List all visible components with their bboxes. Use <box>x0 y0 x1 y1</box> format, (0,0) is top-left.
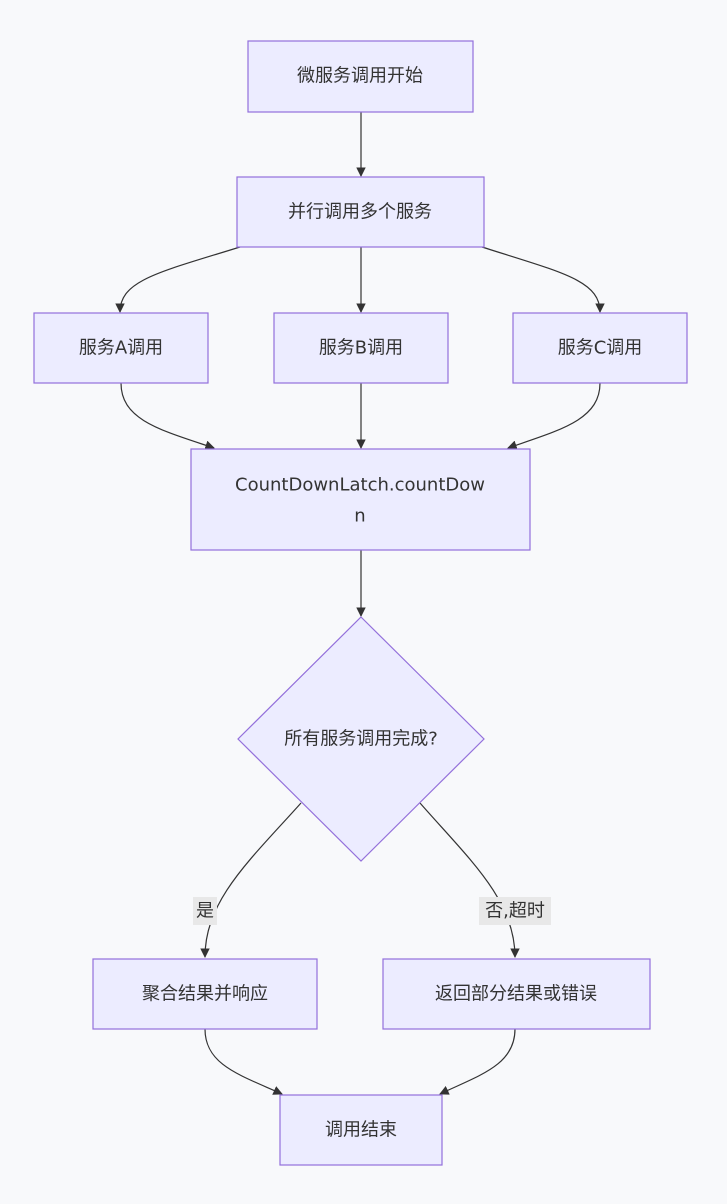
node-countdown: CountDownLatch.countDow n <box>190 448 531 551</box>
edges <box>115 112 605 1095</box>
node-service-b: 服务B调用 <box>273 312 449 384</box>
edge-parallel-to-service-c <box>481 246 605 313</box>
node-service-a-label: 服务A调用 <box>79 338 163 359</box>
node-end-label: 调用结束 <box>325 1120 397 1141</box>
node-service-c-label: 服务C调用 <box>558 338 643 359</box>
node-countdown-label-line2: n <box>354 506 365 527</box>
edge-label-yes-text: 是 <box>196 901 214 922</box>
edge-decision-to-aggregate <box>200 802 302 958</box>
node-aggregate-label: 聚合结果并响应 <box>142 984 268 1005</box>
node-decision: 所有服务调用完成? <box>237 616 485 862</box>
node-start-label: 微服务调用开始 <box>297 66 423 87</box>
edge-partial-to-end <box>439 1028 516 1095</box>
node-end: 调用结束 <box>279 1094 443 1166</box>
edge-decision-to-partial <box>419 802 520 958</box>
node-aggregate: 聚合结果并响应 <box>92 958 318 1030</box>
node-service-a: 服务A调用 <box>33 312 209 384</box>
node-parallel: 并行调用多个服务 <box>236 176 485 248</box>
edge-service-c-to-countdown <box>507 382 601 450</box>
edge-label-no-timeout-text: 否,超时 <box>485 901 545 922</box>
node-partial-label: 返回部分结果或错误 <box>435 984 597 1005</box>
edge-service-a-to-countdown <box>120 382 215 450</box>
edge-label-yes: 是 <box>193 897 217 925</box>
node-countdown-label-line1: CountDownLatch.countDow <box>235 475 485 496</box>
node-parallel-label: 并行调用多个服务 <box>288 202 432 223</box>
node-service-c: 服务C调用 <box>512 312 688 384</box>
node-partial: 返回部分结果或错误 <box>382 958 651 1030</box>
node-decision-label: 所有服务调用完成? <box>284 729 438 750</box>
edge-aggregate-to-end <box>204 1028 283 1095</box>
edge-parallel-to-service-a <box>115 246 241 313</box>
node-start: 微服务调用开始 <box>247 40 474 113</box>
edge-label-no-timeout: 否,超时 <box>479 897 551 925</box>
node-service-b-label: 服务B调用 <box>319 338 403 359</box>
